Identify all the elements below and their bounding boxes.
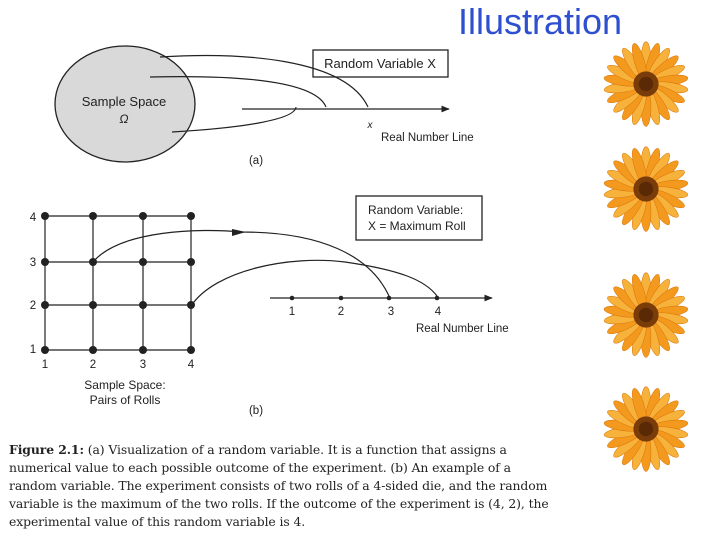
grid-outcome-dot — [41, 258, 49, 266]
number-line-tick-2: 2 — [338, 306, 344, 318]
grid-x-label-4: 4 — [188, 359, 195, 371]
panel-a-label: (a) — [249, 155, 263, 167]
sample-space-ellipse — [54, 45, 196, 163]
mapping-curve-to-3 — [92, 229, 390, 297]
grid-x-label-2: 2 — [90, 359, 96, 371]
mapping-arrow-head — [232, 229, 246, 236]
grid-outcome-dot — [187, 258, 195, 266]
max-roll-box-line1: Random Variable: — [368, 203, 463, 217]
mapping-curve-2 — [149, 76, 327, 108]
daisy-flower-icon — [603, 386, 689, 472]
roll-grid-dots — [41, 212, 195, 354]
panel-b: 4 3 2 1 1 2 3 4 Sample Space: Pairs of R… — [30, 195, 509, 417]
slide-title: Illustration — [458, 1, 623, 42]
omega-symbol: Ω — [119, 112, 128, 126]
grid-outcome-dot — [187, 346, 195, 354]
grid-x-label-3: 3 — [140, 359, 146, 371]
grid-x-label-1: 1 — [42, 359, 48, 371]
number-line-point-3 — [386, 295, 392, 301]
sample-space-pairs-line1: Sample Space: — [84, 378, 165, 392]
figure-label: Figure 2.1: — [9, 442, 84, 457]
grid-outcome-dot — [41, 301, 49, 309]
daisy-flower-icon — [603, 272, 689, 358]
grid-y-label-3: 3 — [30, 257, 36, 269]
panel-a: Sample Space Ω Random Variable X x Real … — [54, 45, 474, 167]
figure-caption: Figure 2.1: (a) Visualization of a rando… — [9, 441, 561, 531]
real-number-line-a-label: Real Number Line — [381, 132, 474, 144]
grid-outcome-dot — [89, 301, 97, 309]
sample-space-label: Sample Space — [82, 94, 167, 109]
grid-outcome-dot — [41, 346, 49, 354]
grid-y-label-4: 4 — [30, 212, 37, 224]
number-line-point-2 — [338, 295, 344, 301]
grid-outcome-dot — [139, 258, 147, 266]
daisy-flower-icon — [603, 146, 689, 232]
point-x-label: x — [367, 120, 374, 131]
real-number-line-b-label: Real Number Line — [416, 323, 509, 335]
grid-outcome-dot — [187, 212, 195, 220]
grid-y-label-2: 2 — [30, 300, 36, 312]
daisy-flower-icon — [603, 41, 689, 127]
grid-outcome-dot — [139, 301, 147, 309]
grid-y-label-1: 1 — [30, 344, 36, 356]
roll-grid-lines — [44, 215, 192, 351]
caption-text: (a) Visualization of a random variable. … — [9, 442, 549, 529]
grid-outcome-dot — [139, 212, 147, 220]
mapping-curve-1 — [159, 54, 369, 108]
max-roll-box — [355, 195, 483, 241]
max-roll-box-line2: X = Maximum Roll — [368, 219, 466, 233]
number-line-point-1 — [289, 295, 295, 301]
number-line-tick-4: 4 — [435, 306, 442, 318]
random-variable-box-label: Random Variable X — [324, 56, 436, 71]
mapping-curve-3 — [171, 106, 297, 133]
number-line-point-4 — [434, 295, 440, 301]
random-variable-box — [312, 49, 449, 78]
panel-b-label: (b) — [249, 405, 263, 417]
grid-outcome-dot — [89, 346, 97, 354]
grid-outcome-dot — [89, 212, 97, 220]
sample-space-pairs-line2: Pairs of Rolls — [90, 393, 161, 407]
number-line-tick-3: 3 — [388, 306, 394, 318]
grid-outcome-dot — [41, 212, 49, 220]
grid-outcome-dot — [139, 346, 147, 354]
mapping-curve-to-4 — [190, 259, 438, 307]
number-line-tick-1: 1 — [289, 306, 295, 318]
